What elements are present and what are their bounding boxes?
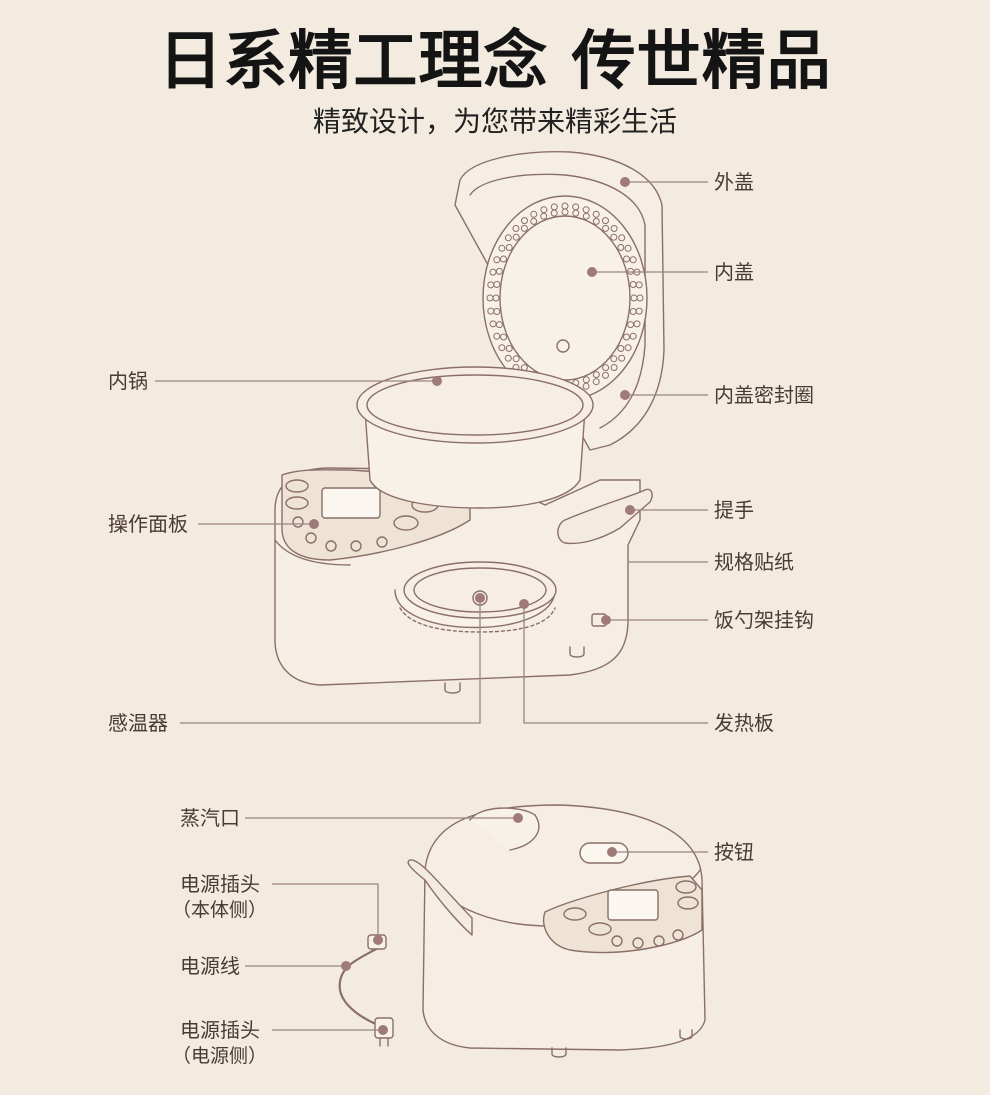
perforation-dot (504, 234, 512, 242)
label-plug-body-note: （本体侧） (172, 899, 268, 921)
perforation-dot (493, 256, 501, 264)
label-heating-plate: 发热板 (714, 711, 774, 735)
perforation-dot (540, 212, 548, 220)
perforation-dot (592, 217, 600, 225)
perforation-dot (617, 244, 625, 251)
perforation-dot (582, 212, 590, 220)
perforation-dot (512, 355, 520, 363)
perforation-dot (582, 382, 590, 390)
perforation-dot (629, 281, 637, 288)
perforation-dot (618, 354, 626, 362)
perforation-dot (498, 244, 506, 252)
perforation-dot (512, 225, 520, 232)
page-title: 日系精工理念 传世精品 (158, 25, 832, 99)
perforation-dot (624, 244, 632, 252)
perforation-dot (521, 217, 528, 225)
perforation-dot (512, 233, 520, 241)
perforation-dot (630, 294, 638, 302)
perforation-dot (504, 354, 512, 362)
perforation-dot (530, 217, 538, 225)
perforation-dot (495, 321, 503, 329)
label-steam-vent: 蒸汽口 (180, 806, 240, 830)
heating-plate-shape (394, 561, 557, 633)
closed-cooker-shape (407, 804, 706, 1058)
label-inner-lid-seal: 内盖密封圈 (714, 383, 814, 407)
inner-lid-perforations (486, 202, 644, 394)
perforation-dot (618, 234, 626, 242)
perforation-dot (520, 224, 528, 232)
perforation-dot (572, 209, 580, 217)
perforation-dot (602, 364, 610, 372)
perforation-dot (530, 210, 538, 218)
perforation-dot (610, 225, 618, 232)
label-outer-lid: 外盖 (714, 170, 754, 194)
perforation-dot (505, 345, 513, 352)
perforation-dot (602, 371, 609, 379)
label-power-cord: 电源线 (180, 954, 240, 978)
label-plug-body: 电源插头 (180, 872, 260, 896)
label-handle: 提手 (714, 498, 754, 522)
perforation-dot (602, 217, 609, 225)
perforation-dot (610, 364, 618, 371)
perforation-dot (624, 344, 632, 352)
perforation-dot (629, 256, 637, 264)
perforation-dot (500, 333, 507, 341)
perforation-dot (592, 371, 600, 379)
perforation-dot (623, 255, 630, 263)
perforation-dot (561, 208, 569, 216)
perforation-dot (582, 206, 590, 214)
perforation-dot (505, 244, 513, 251)
label-plug-power-note: （电源侧） (172, 1045, 268, 1067)
perforation-dot (500, 255, 507, 263)
label-ladle-hook: 饭勺架挂钩 (714, 608, 814, 632)
perforation-dot (629, 332, 637, 340)
perforation-dot (623, 333, 630, 341)
label-spec-sticker: 规格贴纸 (714, 550, 794, 574)
perforation-dot (627, 321, 635, 329)
perforation-dot (540, 206, 548, 214)
perforation-dot (602, 224, 610, 232)
perforation-dot (493, 308, 501, 315)
perforation-dot (493, 281, 501, 288)
label-button: 按钮 (714, 840, 754, 864)
perforation-dot (617, 345, 625, 352)
perforation-dot (592, 378, 600, 386)
perforation-dot (498, 344, 506, 352)
page-subtitle: 精致设计，为您带来精彩生活 (312, 105, 677, 138)
perforation-dot (592, 210, 600, 218)
inner-pot-shape (356, 366, 594, 509)
label-plug-power: 电源插头 (180, 1018, 260, 1042)
label-temp-sensor: 感温器 (108, 711, 168, 735)
perforation-dot (610, 233, 618, 241)
perforation-dot (582, 376, 590, 384)
label-inner-lid: 内盖 (714, 260, 754, 284)
perforation-dot (550, 209, 558, 217)
handle-shape (557, 488, 653, 545)
label-control-panel: 操作面板 (108, 512, 188, 536)
perforation-dot (629, 308, 637, 315)
perforation-dot (492, 294, 500, 302)
perforation-dot (610, 355, 618, 363)
perforation-dot (495, 267, 503, 275)
label-inner-pot: 内锅 (108, 369, 148, 393)
perforation-dot (493, 332, 501, 340)
